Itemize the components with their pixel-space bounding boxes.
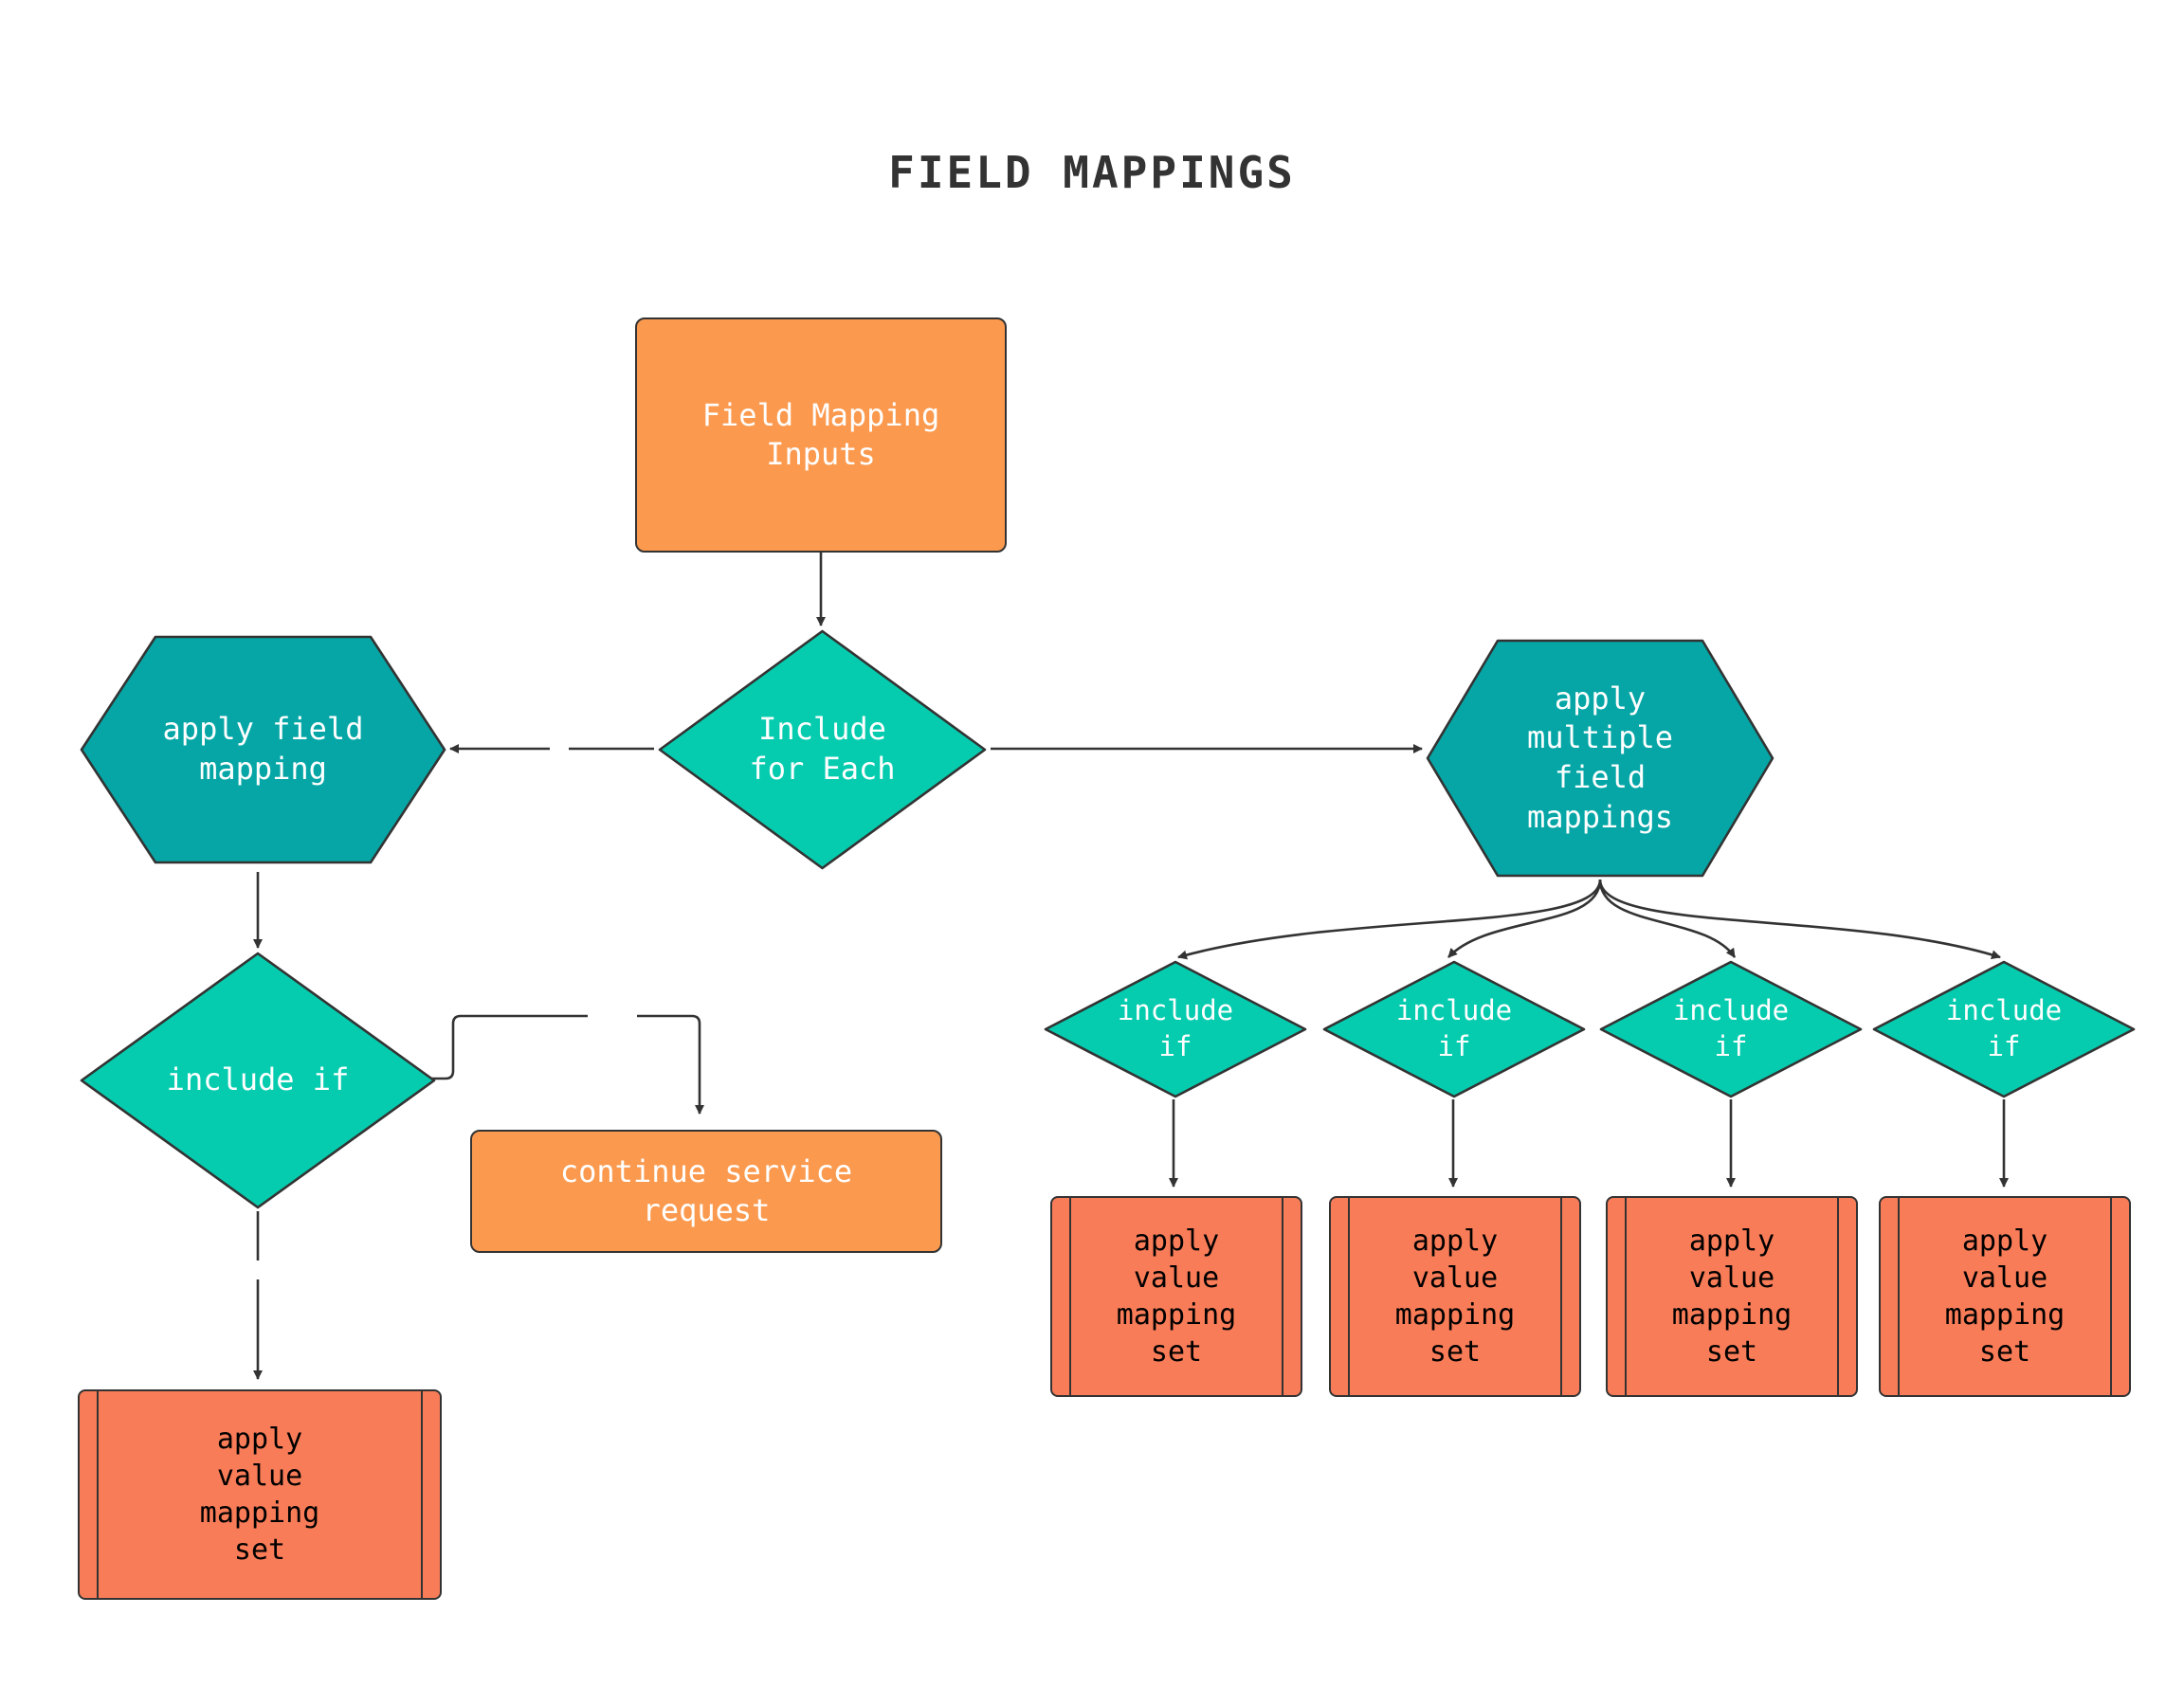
node-label: apply value mapping set — [1394, 1224, 1516, 1369]
node-include-if-1[interactable]: include if — [1041, 957, 1310, 1101]
subroutine-left-rule — [1069, 1198, 1071, 1395]
node-label: apply value mapping set — [1944, 1224, 2066, 1369]
node-include-if-3[interactable]: include if — [1596, 957, 1866, 1101]
edge-multiple-to-include-if-1 — [1177, 879, 1602, 960]
edge-multiple-to-include-if-2 — [1447, 879, 1602, 958]
node-apply-field-mapping[interactable]: apply field mapping — [76, 633, 450, 866]
node-label: Field Mapping Inputs — [701, 397, 940, 472]
node-apply-value-mapping-set-left[interactable]: apply value mapping set — [78, 1389, 442, 1600]
edge-multiple-to-include-if-3 — [1598, 879, 1737, 958]
subroutine-right-rule — [2110, 1198, 2112, 1395]
node-label: apply value mapping set — [1116, 1224, 1237, 1369]
node-include-if-4[interactable]: include if — [1869, 957, 2138, 1101]
edge-include-if-to-continue-b — [637, 1014, 704, 1115]
edge-multiple-to-include-if-4 — [1598, 879, 2001, 960]
node-label: continue service request — [559, 1153, 853, 1228]
node-apply-value-mapping-set-3[interactable]: apply value mapping set — [1606, 1196, 1858, 1397]
subroutine-left-rule — [1898, 1198, 1900, 1395]
node-field-mapping-inputs[interactable]: Field Mapping Inputs — [635, 317, 1007, 553]
node-label: apply value mapping set — [199, 1423, 320, 1567]
node-include-for-each[interactable]: Include for Each — [654, 626, 991, 874]
node-continue-service-request[interactable]: continue service request — [470, 1130, 942, 1253]
subroutine-right-rule — [421, 1391, 423, 1598]
subroutine-left-rule — [1348, 1198, 1350, 1395]
subroutine-right-rule — [1837, 1198, 1839, 1395]
page-title: FIELD MAPPINGS — [888, 147, 1296, 198]
node-apply-value-mapping-set-4[interactable]: apply value mapping set — [1879, 1196, 2131, 1397]
node-apply-value-mapping-set-2[interactable]: apply value mapping set — [1329, 1196, 1581, 1397]
edge-include-if-to-continue-a — [431, 1014, 588, 1080]
subroutine-left-rule — [97, 1391, 99, 1598]
node-apply-value-mapping-set-1[interactable]: apply value mapping set — [1050, 1196, 1302, 1397]
subroutine-right-rule — [1560, 1198, 1562, 1395]
node-include-if-left[interactable]: include if — [76, 948, 440, 1213]
node-apply-multiple-field-mappings[interactable]: apply multiple field mappings — [1422, 637, 1778, 880]
subroutine-left-rule — [1625, 1198, 1627, 1395]
subroutine-right-rule — [1282, 1198, 1283, 1395]
node-label: apply value mapping set — [1671, 1224, 1793, 1369]
node-include-if-2[interactable]: include if — [1320, 957, 1589, 1101]
